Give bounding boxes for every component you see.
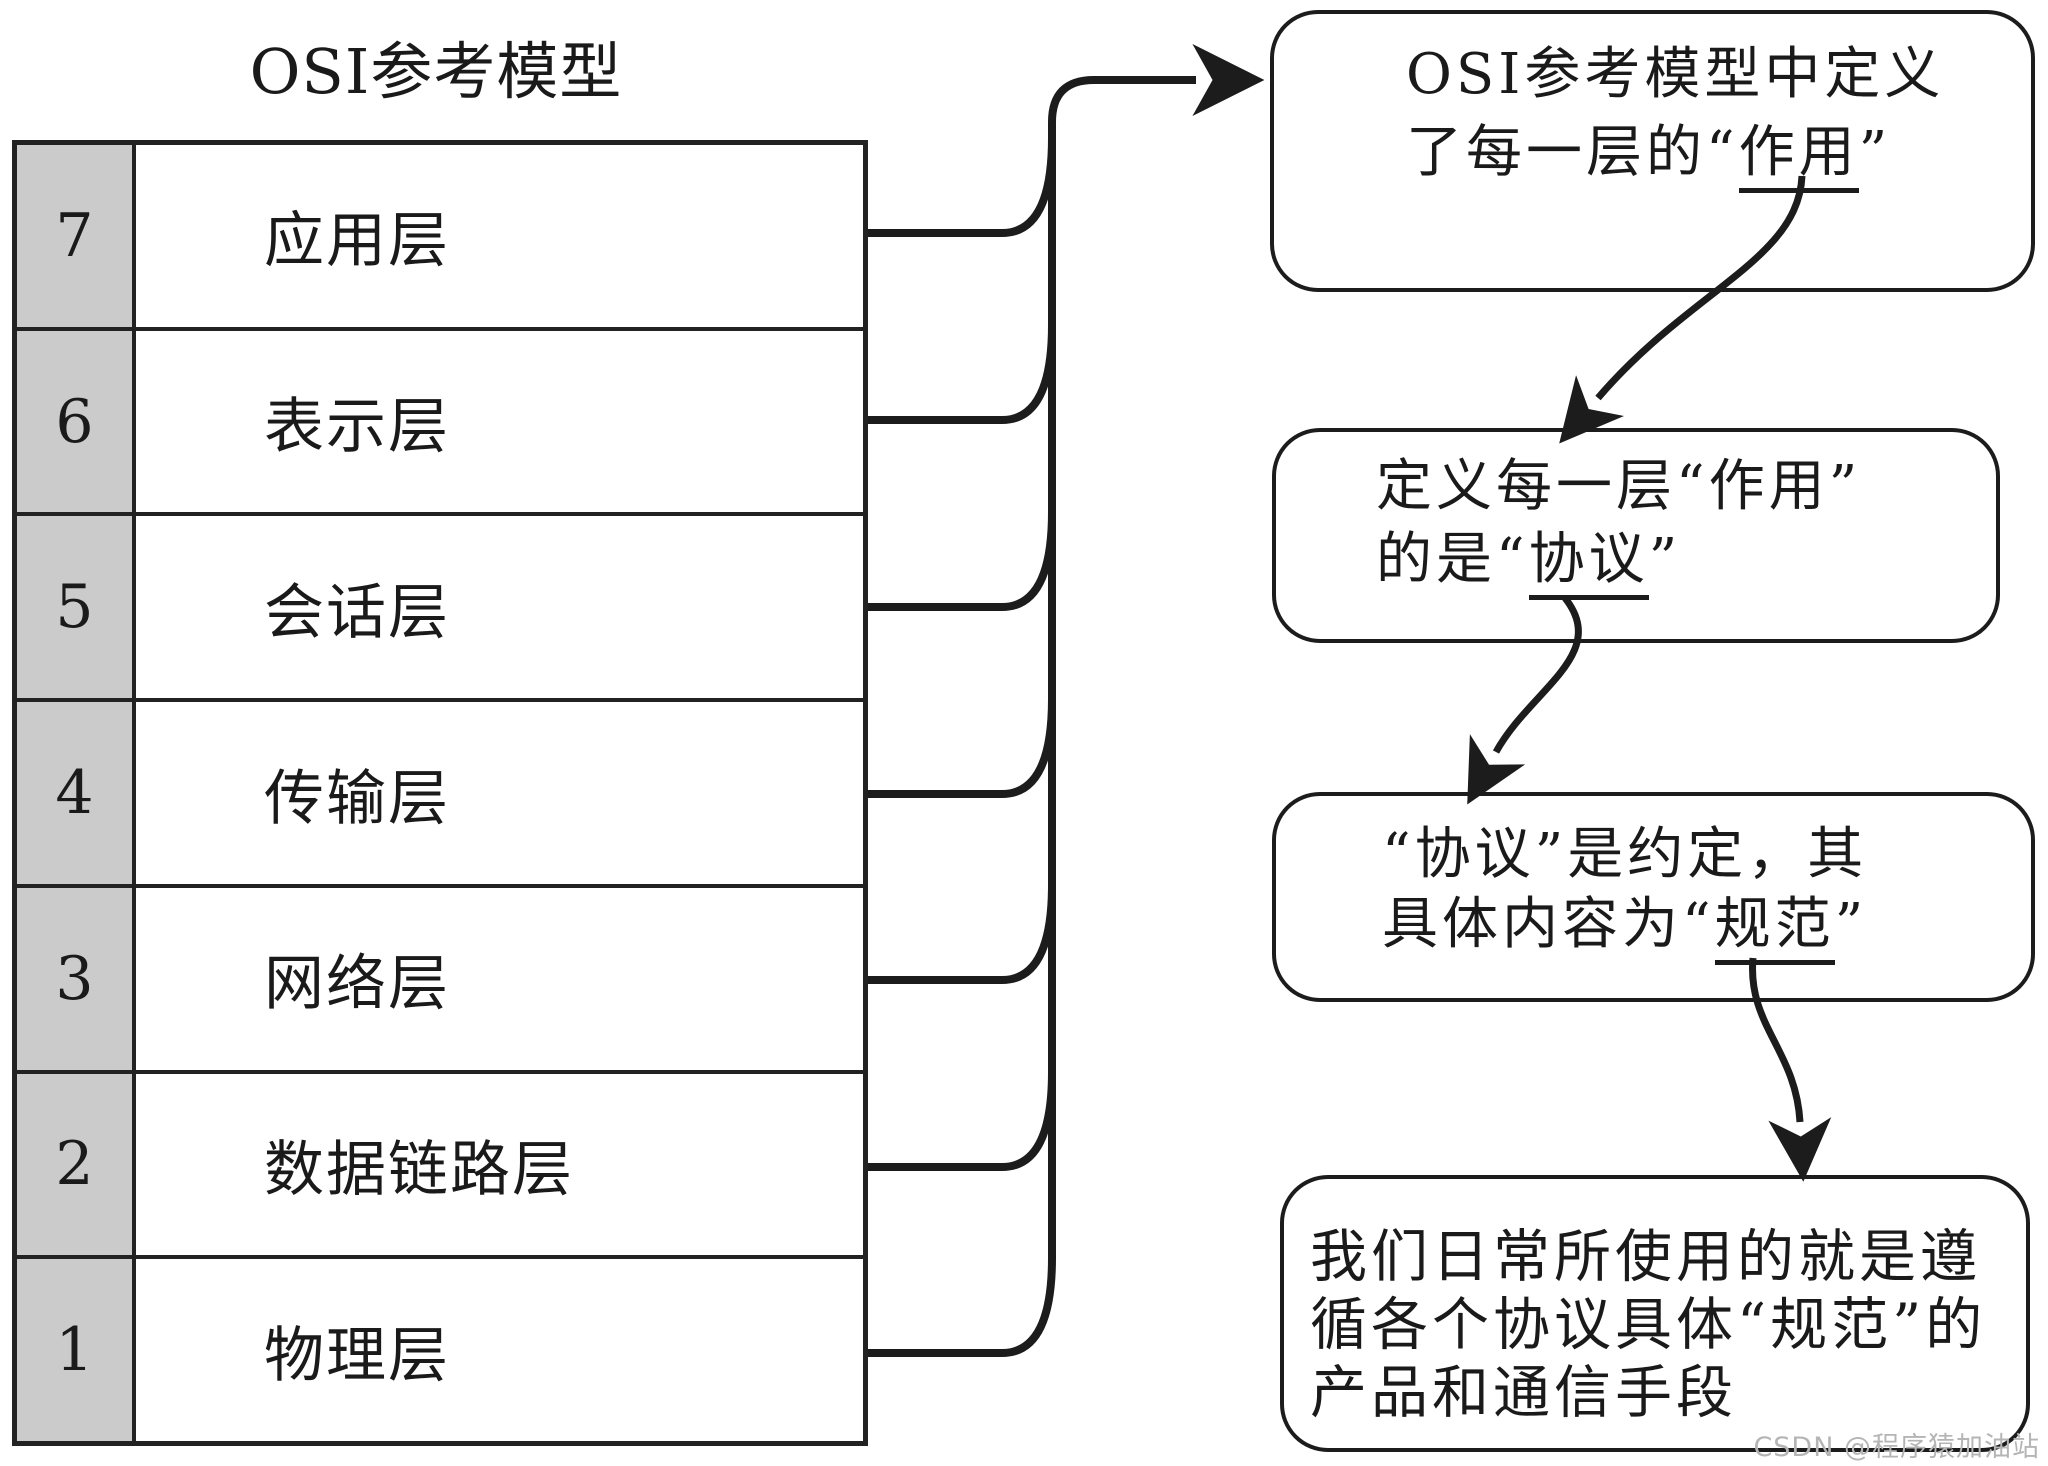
- diagram-title: OSI参考模型: [249, 35, 623, 108]
- callout-box-protocol: 定义每一层“作用” 的是“协议”: [1272, 428, 2000, 643]
- layer-name: 应用层: [264, 206, 450, 277]
- watermark: CSDN @程序猿加油站: [1753, 1432, 2040, 1463]
- callout-line: “协议”是约定，其: [1382, 822, 1868, 887]
- callout-box-specification: “协议”是约定，其 具体内容为“规范”: [1272, 792, 2035, 1002]
- underlined-term: 作用: [1738, 120, 1859, 193]
- connector-row-5: [868, 511, 1056, 611]
- layer-name: 网络层: [264, 949, 450, 1020]
- connector-row-4: [868, 698, 1056, 798]
- table-row-layer-4: 4 传输层: [17, 698, 863, 884]
- underlined-term: 规范: [1714, 892, 1835, 965]
- layer-name: 数据链路层: [264, 1134, 574, 1205]
- callout-line: OSI参考模型中定义: [1406, 42, 1945, 107]
- layer-number: 1: [17, 1259, 136, 1442]
- table-row-layer-1: 1 物理层: [17, 1255, 863, 1442]
- trunk-arrow: [1048, 44, 1265, 1258]
- callout-box-role: OSI参考模型中定义 了每一层的“作用”: [1270, 10, 2035, 292]
- layer-number: 6: [17, 330, 136, 513]
- connector-row-6: [868, 324, 1056, 424]
- layer-number: 3: [17, 887, 136, 1070]
- connector-row-1: [868, 1257, 1056, 1357]
- layer-number: 4: [17, 702, 136, 884]
- layer-name: 物理层: [264, 1320, 450, 1391]
- layer-name: 表示层: [264, 392, 450, 463]
- table-row-layer-2: 2 数据链路层: [17, 1069, 863, 1256]
- underlined-term: 协议: [1528, 527, 1649, 600]
- layer-number: 2: [17, 1073, 136, 1256]
- connector-row-3: [868, 884, 1056, 984]
- layer-name: 会话层: [264, 577, 450, 648]
- callout-line: 定义每一层“作用”: [1376, 454, 1862, 519]
- table-row-layer-3: 3 网络层: [17, 883, 863, 1070]
- callout-line: 的是“协议”: [1376, 523, 1996, 600]
- callout-line: 产品和通信手段: [1310, 1360, 1737, 1426]
- layer-name: 传输层: [264, 763, 450, 834]
- callout-line: 我们日常所使用的就是遵: [1310, 1224, 1981, 1290]
- table-row-layer-5: 5 会话层: [17, 512, 863, 699]
- callout-line: 具体内容为“规范”: [1382, 890, 2031, 965]
- connector-row-7: [868, 137, 1056, 237]
- callout-box-products: 我们日常所使用的就是遵 循各个协议具体“规范”的 产品和通信手段: [1280, 1175, 2030, 1452]
- table-row-layer-7: 7 应用层: [17, 145, 863, 327]
- connector-row-2: [868, 1071, 1056, 1171]
- table-row-layer-6: 6 表示层: [17, 326, 863, 513]
- osi-layers-table: 7 应用层 6 表示层 5 会话层 4 传输层 3 网络层 2 数据链路层 1 …: [12, 140, 868, 1446]
- layer-number: 7: [17, 145, 136, 327]
- layer-number: 5: [17, 516, 136, 699]
- callout-line: 循各个协议具体“规范”的: [1310, 1292, 1987, 1358]
- callout-line: 了每一层的“作用”: [1406, 114, 2031, 193]
